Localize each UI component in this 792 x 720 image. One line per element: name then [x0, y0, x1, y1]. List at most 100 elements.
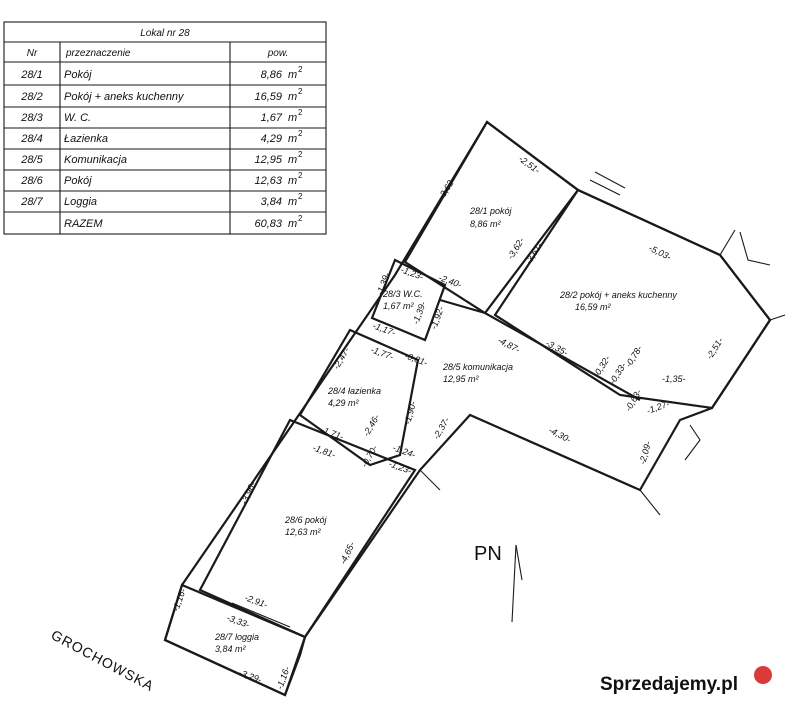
dimension-label: -3,62-: [436, 176, 457, 201]
dimension-label: -1,71-: [319, 424, 345, 441]
row-nr: 28/2: [20, 91, 42, 103]
svg-text:1,67 m²: 1,67 m²: [383, 301, 415, 311]
svg-text:16,59 m²: 16,59 m²: [575, 302, 612, 312]
svg-text:28/7 loggia: 28/7 loggia: [214, 632, 259, 642]
svg-text:2: 2: [298, 192, 303, 201]
dimension-label: -4,87-: [496, 335, 521, 355]
dimension-label: -1,23-: [387, 458, 413, 475]
svg-text:m: m: [288, 196, 297, 208]
svg-text:12,95 m²: 12,95 m²: [443, 374, 480, 384]
table-row: 28/2 Pokój + aneks kuchenny 16,59: [20, 91, 282, 103]
table-row: 28/3 W. C. 1,67: [20, 112, 283, 124]
dimension-label: -4,30-: [547, 425, 572, 445]
svg-text:m: m: [288, 154, 297, 166]
room-label-28-7: 28/7 loggia 3,84 m²: [214, 632, 259, 654]
north-arrow: PN: [474, 543, 523, 623]
dimension-label: -3,29-: [237, 667, 263, 684]
dimension-label: -2,51-: [517, 154, 542, 176]
column-header-nr: Nr: [27, 48, 38, 59]
total-area: 60,83: [254, 218, 282, 230]
row-area: 3,84: [261, 196, 282, 208]
table-row: 28/6 Pokój 12,63: [20, 175, 283, 187]
svg-text:2: 2: [298, 214, 303, 223]
dimension-label: -2,09-: [637, 440, 653, 465]
row-area: 16,59: [254, 91, 282, 103]
svg-text:2: 2: [298, 87, 303, 96]
row-nr: 28/5: [20, 154, 43, 166]
dimension-label: -1,23-: [399, 264, 425, 281]
row-purpose: W. C.: [64, 112, 91, 124]
svg-text:28/2 pokój + aneks kuchenny: 28/2 pokój + aneks kuchenny: [559, 290, 677, 300]
dimension-label: -0,70-: [359, 444, 379, 469]
total-label: RAZEM: [64, 218, 103, 230]
table-title: Lokal nr 28: [140, 28, 190, 39]
table-row: 28/7 Loggia 3,84: [20, 196, 282, 208]
svg-text:m: m: [288, 69, 297, 81]
dimension-label: -3,96-: [239, 480, 258, 506]
dimension-label: -1,90-: [402, 400, 418, 425]
svg-text:2: 2: [298, 108, 303, 117]
dimension-label: -1,27-: [645, 398, 671, 415]
row-purpose: Łazienka: [64, 133, 108, 145]
room-label-28-5: 28/5 komunikacja 12,95 m²: [442, 362, 513, 384]
row-nr: 28/6: [20, 175, 43, 187]
dimension-label: -2,51-: [704, 336, 725, 361]
row-nr: 28/1: [20, 69, 42, 81]
row-area: 12,63: [254, 175, 282, 187]
svg-text:m: m: [288, 133, 297, 145]
row-nr: 28/4: [20, 133, 42, 145]
row-purpose: Pokój: [64, 175, 92, 187]
room-label-28-6: 28/6 pokój 12,63 m²: [284, 515, 328, 537]
street-name: GROCHOWSKA: [49, 627, 157, 695]
svg-text:m: m: [288, 112, 297, 124]
dimension-label: -1,16-: [274, 665, 291, 691]
svg-text:2: 2: [298, 65, 303, 74]
column-header-area: pow.: [267, 48, 289, 59]
table-row: 28/1 Pokój 8,86: [20, 69, 283, 81]
dimension-label: -3,62-: [505, 236, 526, 261]
svg-text:28/5 komunikacja: 28/5 komunikacja: [442, 362, 513, 372]
area-table: Lokal nr 28 Nr przeznaczenie pow. 28/1 P…: [3, 21, 327, 235]
row-nr: 28/7: [20, 196, 43, 208]
row-nr: 28/3: [20, 112, 43, 124]
svg-text:8,86 m²: 8,86 m²: [470, 219, 502, 229]
compass-label: PN: [474, 543, 502, 565]
svg-text:12,63 m²: 12,63 m²: [285, 527, 322, 537]
dimension-label: -2,46-: [361, 413, 381, 438]
watermark-text: Sprzedajemy.pl: [600, 674, 738, 695]
svg-text:m: m: [288, 91, 297, 103]
dimension-label: -1,17-: [371, 320, 397, 337]
room-label-28-2: 28/2 pokój + aneks kuchenny 16,59 m²: [559, 290, 677, 312]
svg-text:m: m: [288, 218, 297, 230]
walls: [163, 120, 786, 697]
row-area: 1,67: [261, 112, 283, 124]
dimension-label: -1,16-: [170, 587, 187, 613]
svg-text:2: 2: [298, 150, 303, 159]
row-area: 4,29: [261, 133, 282, 145]
dimension-label: -1,35-: [662, 374, 686, 384]
dimension-label: -2,91-: [243, 592, 269, 609]
dimension-label: -0,32-: [591, 354, 612, 379]
svg-text:28/4 łazienka: 28/4 łazienka: [327, 386, 381, 396]
room-label-28-1: 28/1 pokój 8,86 m²: [469, 206, 513, 229]
table-row: 28/4 Łazienka 4,29: [20, 133, 282, 145]
column-header-purpose: przeznaczenie: [65, 48, 131, 59]
row-area: 8,86: [261, 69, 283, 81]
svg-text:4,29 m²: 4,29 m²: [328, 398, 360, 408]
table-total-row: RAZEM 60,83: [64, 218, 283, 230]
room-label-28-3: 28/3 W.C. 1,67 m²: [382, 289, 423, 311]
svg-text:3,84 m²: 3,84 m²: [215, 644, 247, 654]
table-row: 28/5 Komunikacja 12,95: [20, 154, 283, 166]
svg-text:28/6 pokój: 28/6 pokój: [284, 515, 328, 525]
row-purpose: Pokój + aneks kuchenny: [64, 91, 185, 103]
dimension-label: -0,33-: [607, 361, 628, 386]
svg-text:2: 2: [298, 129, 303, 138]
row-purpose: Loggia: [64, 196, 97, 208]
svg-text:28/1 pokój: 28/1 pokój: [469, 206, 513, 216]
svg-text:m: m: [288, 175, 297, 187]
row-purpose: Komunikacja: [64, 154, 127, 166]
row-purpose: Pokój: [64, 69, 92, 81]
row-area: 12,95: [254, 154, 282, 166]
